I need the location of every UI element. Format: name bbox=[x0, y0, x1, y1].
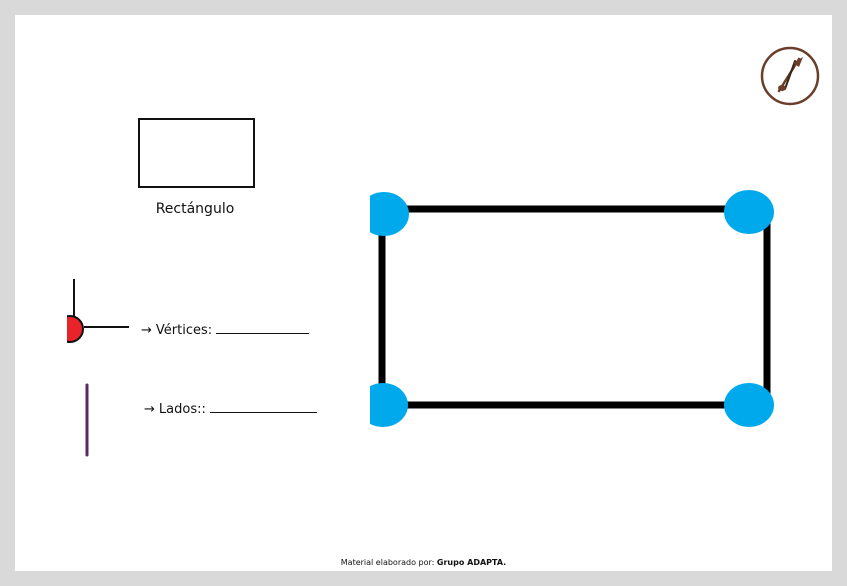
vertex-top-right bbox=[724, 190, 774, 234]
credits-footer: Material elaborado por: Grupo ADAPTA. bbox=[0, 558, 847, 567]
sides-label: Lados:: bbox=[158, 402, 206, 417]
small-rectangle-shape bbox=[138, 118, 255, 188]
vertices-question: →Vértices: bbox=[141, 321, 310, 338]
side-line-icon bbox=[85, 383, 89, 457]
sides-answer-blank[interactable] bbox=[209, 400, 317, 413]
vertex-bottom-right bbox=[724, 383, 774, 427]
arrow-icon: → bbox=[141, 323, 152, 338]
vertices-label: Vértices: bbox=[155, 323, 213, 338]
credits-prefix: Material elaborado por: bbox=[340, 558, 435, 567]
vertex-top-left bbox=[370, 192, 409, 236]
vertices-answer-blank[interactable] bbox=[216, 321, 310, 334]
worksheet-page: Rectángulo →Vértices: →Lados:: bbox=[15, 15, 832, 571]
credits-author: Grupo ADAPTA. bbox=[436, 558, 507, 567]
arrow-icon: → bbox=[144, 402, 155, 417]
sides-question: →Lados:: bbox=[144, 400, 317, 417]
scissors-logo-icon bbox=[760, 46, 820, 106]
rectangle-diagram bbox=[370, 190, 774, 427]
rectangle-sides bbox=[378, 205, 771, 409]
vertex-bottom-left bbox=[370, 383, 408, 427]
vertex-dot-icon bbox=[67, 279, 129, 343]
shape-name-label: Rectángulo bbox=[155, 201, 235, 217]
